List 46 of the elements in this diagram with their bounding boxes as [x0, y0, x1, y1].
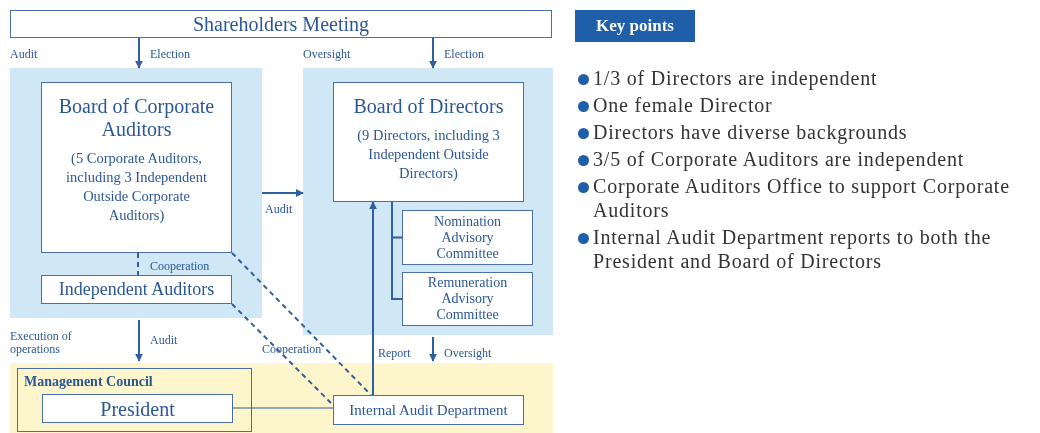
president-box: President	[42, 394, 233, 423]
edge-label: Audit	[150, 332, 178, 349]
key-point-text: 1/3 of Directors are independent	[593, 66, 878, 90]
board-box	[333, 82, 524, 202]
edge-label: Oversight	[444, 345, 492, 362]
heading-box: Key points	[575, 10, 695, 42]
edge-label: Audit	[265, 201, 293, 218]
arrow	[369, 201, 377, 396]
annotation-text: Oversight	[303, 46, 351, 63]
edge-label: Election	[444, 46, 484, 63]
arrow	[135, 319, 143, 362]
connector-line	[231, 252, 372, 396]
band-background	[10, 363, 553, 433]
arrow	[135, 37, 143, 69]
heading-text: Management Council	[24, 373, 153, 391]
body-text: (5 Corporate Auditors, including 3 Independent Outside Corporate Auditors)	[65, 149, 208, 225]
auditor-box: Independent Auditors	[41, 275, 232, 304]
edge-label: Cooperation	[150, 258, 210, 275]
department-box: Internal Audit Department	[333, 395, 524, 425]
annotation-text: Execution of operations	[10, 330, 73, 356]
heading-text: Board of Corporate Auditors	[57, 95, 216, 141]
meeting-box: Shareholders Meeting	[10, 10, 552, 38]
body-text: (9 Directors, including 3 Independent Outside Directors)	[356, 126, 501, 183]
arrow	[429, 336, 437, 362]
arrow	[429, 37, 437, 69]
key-point-text: Internal Audit Department reports to both the President and Board of Directors	[593, 225, 993, 273]
edge-label: Report	[378, 345, 411, 362]
committee-box: Remuneration Advisory Committee	[402, 272, 533, 326]
edge-label: Election	[150, 46, 190, 63]
edge-label: Cooperation	[262, 341, 322, 358]
board-box	[41, 82, 232, 253]
heading-text: Board of Directors	[353, 95, 504, 118]
connector-line	[137, 252, 139, 276]
key-point-text: 3/5 of Corporate Auditors are independent	[593, 147, 965, 171]
band-background	[303, 68, 553, 335]
annotation-text: Audit	[10, 46, 38, 63]
key-point-text: Corporate Auditors Office to support Corporate Auditors	[593, 174, 1011, 222]
connector-line	[391, 201, 403, 300]
committee-box: Nomination Advisory Committee	[402, 210, 533, 265]
connector-line	[231, 303, 334, 406]
key-point-text: Directors have diverse backgrounds	[593, 120, 908, 144]
band-background	[10, 68, 262, 318]
connector-line	[231, 407, 334, 409]
council-frame	[17, 368, 252, 432]
arrow	[261, 189, 304, 197]
key-point-text: One female Director	[593, 93, 773, 117]
